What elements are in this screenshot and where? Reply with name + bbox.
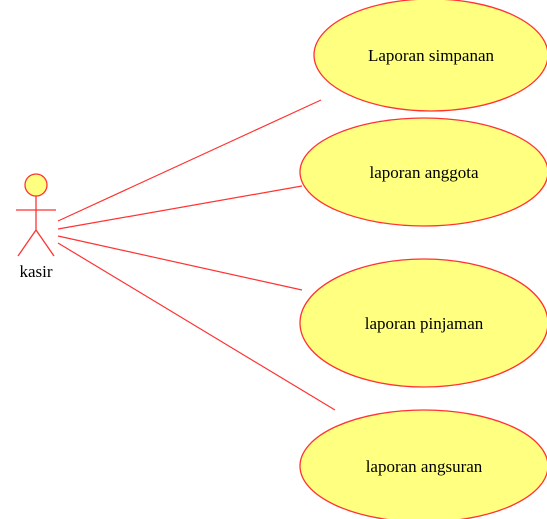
use-case-laporan-anggota[interactable]: laporan anggota xyxy=(299,117,547,227)
actor-head xyxy=(24,173,48,197)
use-case-ellipse xyxy=(299,409,547,519)
use-case-label: laporan pinjaman xyxy=(365,314,484,333)
use-case-ellipse xyxy=(299,258,547,388)
use-case-label: laporan anggota xyxy=(369,163,478,182)
use-case-laporan-simpanan[interactable]: Laporan simpanan xyxy=(313,0,547,112)
use-case-laporan-pinjaman[interactable]: laporan pinjaman xyxy=(299,258,547,388)
associations xyxy=(57,99,336,411)
use-case-laporan-angsuran[interactable]: laporan angsuran xyxy=(299,409,547,519)
use-case-ellipse xyxy=(313,0,547,112)
association-laporan-angsuran xyxy=(57,242,336,411)
actor-right-leg xyxy=(35,229,55,257)
use-case-label: Laporan simpanan xyxy=(368,46,495,65)
association-laporan-pinjaman xyxy=(57,235,303,291)
use-case-ellipse xyxy=(299,117,547,227)
association-laporan-simpanan xyxy=(57,99,322,222)
actor-kasir: kasir xyxy=(16,173,56,281)
use-case-label: laporan angsuran xyxy=(366,457,483,476)
actor-label: kasir xyxy=(19,262,52,281)
association-laporan-anggota xyxy=(57,185,303,230)
actor-left-leg xyxy=(17,229,37,257)
